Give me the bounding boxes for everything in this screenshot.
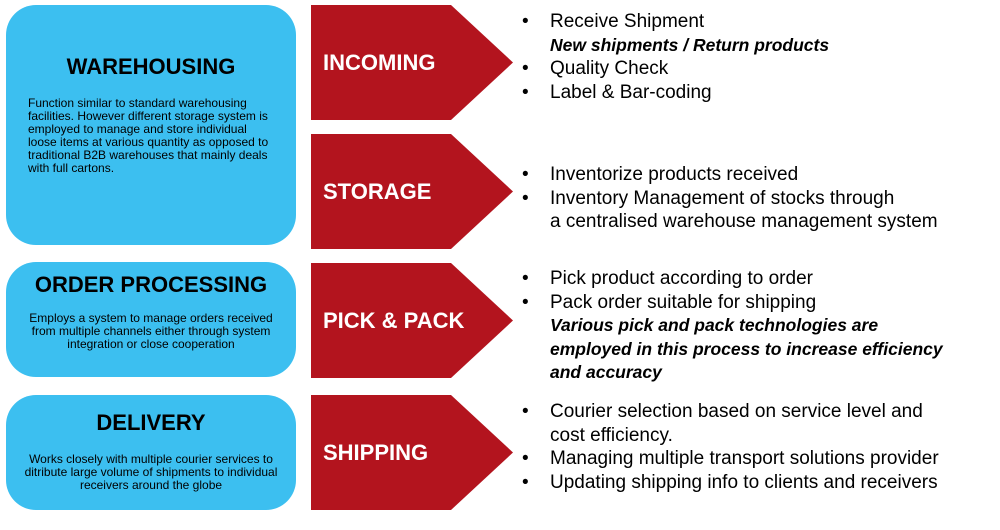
list-item-text: Updating shipping info to clients and re… [550, 471, 938, 493]
bullet-icon: • [522, 291, 529, 313]
incoming-label: INCOMING [323, 50, 436, 75]
list-item-text: Courier selection based on service level… [550, 401, 923, 422]
list-item-note: employed in this process to increase eff… [522, 338, 943, 362]
list-item: • Updating shipping info to clients and r… [522, 471, 939, 495]
bullet-icon: • [522, 268, 529, 289]
list-item-text: Quality Check [550, 58, 669, 79]
pick-pack-list: • Pick product according to order • Pack o… [522, 267, 943, 385]
pick-pack-label: PICK & PACK [323, 308, 465, 333]
delivery-title: DELIVERY [96, 410, 206, 435]
bullet-icon: • [522, 471, 529, 493]
list-item-note: New shipments / Return products [522, 34, 829, 58]
list-item-text: and accuracy [550, 362, 662, 382]
order-processing-description: Employs a system to manage orders receiv… [29, 311, 273, 351]
list-item-text: New shipments / Return products [550, 34, 830, 55]
order-processing-box: ORDER PROCESSING Employs a system to man… [6, 262, 296, 377]
chevron-arrow-shape [311, 263, 513, 378]
shipping-label: SHIPPING [323, 440, 429, 465]
list-item-note: Various pick and pack technologies are [522, 314, 943, 338]
chevron-arrow-shape [311, 395, 513, 510]
list-item-text: Inventory Management of stocks through [550, 187, 895, 209]
bullet-icon: • [522, 448, 529, 469]
list-item-continuation: a centralised warehouse management syste… [522, 210, 938, 234]
list-item: • Managing multiple transport solutions p… [522, 447, 939, 471]
list-item: • Label & Bar-coding [522, 81, 829, 105]
bullet-icon: • [522, 11, 529, 32]
storage-list: • Inventorize products received • Inventor… [522, 163, 938, 234]
list-item-text: employed in this process to increase eff… [550, 338, 943, 359]
list-item-text: Managing multiple transport solutions pr… [550, 448, 939, 469]
bullet-icon: • [522, 164, 529, 185]
list-item: • Courier selection based on service leve… [522, 400, 939, 424]
warehousing-title: WAREHOUSING [66, 54, 236, 79]
list-item-text: Pack order suitable for shipping [550, 291, 817, 313]
shipping-list: • Courier selection based on service leve… [522, 400, 939, 494]
storage-arrow: STORAGE [311, 134, 513, 249]
list-item-text: Label & Bar-coding [550, 81, 712, 103]
list-item-text: Pick product according to order [550, 268, 813, 289]
list-item-text: Inventorize products received [550, 164, 799, 185]
list-item: • Quality Check [522, 57, 829, 81]
pick-pack-arrow: PICK & PACK [311, 263, 513, 378]
warehousing-description: Function similar to standard warehousing… [28, 96, 269, 175]
delivery-description: Works closely with multiple courier serv… [24, 452, 278, 492]
list-item-text: a centralised warehouse management syste… [550, 211, 938, 232]
chevron-arrow-shape [311, 5, 513, 120]
incoming-list: • Receive Shipment New shipments / Return… [522, 10, 829, 104]
list-item-text: Receive Shipment [550, 11, 705, 32]
warehousing-box: WAREHOUSING Function similar to standard… [6, 5, 296, 245]
list-item: • Pack order suitable for shipping [522, 291, 943, 315]
list-item: • Inventory Management of stocks through [522, 187, 938, 211]
list-item: • Pick product according to order [522, 267, 943, 291]
chevron-arrow-shape [311, 134, 513, 249]
list-item: • Inventorize products received [522, 163, 938, 187]
delivery-box: DELIVERY Works closely with multiple cou… [6, 395, 296, 510]
list-item: • Receive Shipment [522, 10, 829, 34]
shipping-arrow: SHIPPING [311, 395, 513, 510]
bullet-icon: • [522, 58, 529, 79]
order-processing-title: ORDER PROCESSING [34, 272, 268, 297]
list-item-continuation: cost efficiency. [522, 424, 939, 448]
incoming-arrow: INCOMING [311, 5, 513, 120]
bullet-icon: • [522, 187, 529, 209]
list-item-text: cost efficiency. [550, 424, 673, 446]
list-item-note: and accuracy [522, 361, 943, 385]
bullet-icon: • [522, 81, 529, 103]
list-item-text: Various pick and pack technologies are [550, 315, 879, 335]
bullet-icon: • [522, 401, 529, 422]
storage-label: STORAGE [323, 179, 432, 204]
